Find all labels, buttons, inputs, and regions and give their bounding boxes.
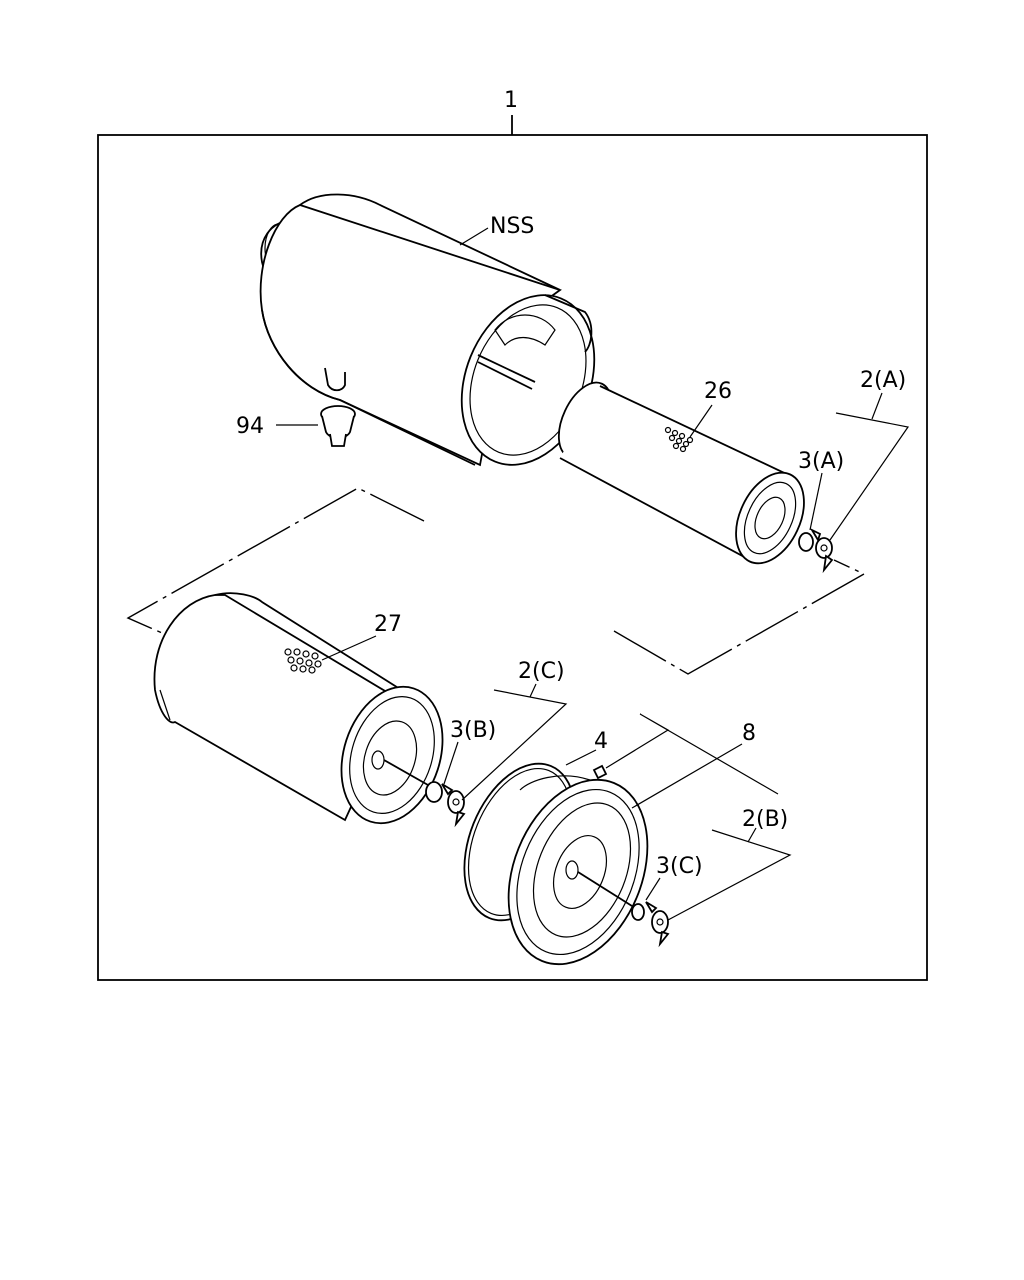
- callout-2a: 2(A): [860, 368, 906, 393]
- gasket-clip: [592, 764, 608, 780]
- leader-2b-bracket: [605, 713, 779, 795]
- callout-27: 27: [374, 612, 402, 637]
- washer-c: [631, 903, 645, 921]
- callout-1: 1: [504, 88, 518, 113]
- callout-2b: 2(B): [742, 807, 788, 832]
- leader-4: [565, 749, 597, 766]
- air-cleaner-cover: [507, 775, 649, 966]
- callout-26: 26: [704, 379, 732, 404]
- leader-8: [631, 743, 743, 809]
- outer-filter-element: [153, 592, 444, 825]
- wing-nut-c: [441, 783, 466, 828]
- leader-26: [689, 404, 713, 438]
- drain-valve: [320, 405, 356, 447]
- leader-nss: [459, 227, 489, 246]
- leader-2c: [461, 689, 568, 801]
- wing-nut-b: [645, 901, 670, 948]
- leader-3c: [645, 877, 661, 901]
- leader-27: [321, 635, 377, 661]
- washer-a: [798, 532, 814, 552]
- leader-3b: [443, 741, 459, 785]
- callout-94: 94: [236, 414, 264, 439]
- leader-2b: [667, 829, 792, 921]
- leader-3a: [809, 472, 823, 531]
- callout-3b: 3(B): [450, 718, 496, 743]
- inner-filter-element: [557, 381, 805, 565]
- callout-nss: NSS: [490, 214, 534, 239]
- callout-2c: 2(C): [518, 659, 565, 684]
- callout-3c: 3(C): [656, 854, 703, 879]
- washer-b: [425, 781, 443, 803]
- callout-3a: 3(A): [798, 449, 844, 474]
- leader-2a: [829, 412, 910, 541]
- wing-nut-a: [809, 527, 834, 574]
- callout-4: 4: [594, 729, 608, 754]
- callout-8: 8: [742, 721, 756, 746]
